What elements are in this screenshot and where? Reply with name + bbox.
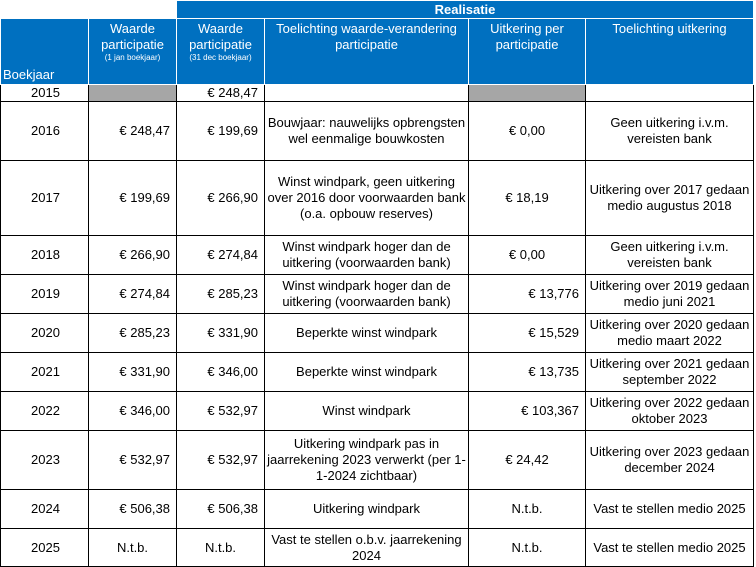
cell-end: € 266,90: [176, 160, 265, 236]
cell-year: 2024: [0, 489, 89, 529]
cell-end: € 199,69: [176, 101, 265, 161]
cell-toelichting: Bouwjaar: nauwelijks opbrengsten wel een…: [264, 101, 469, 161]
cell-uitkering: € 0,00: [468, 235, 586, 275]
table-row: 2021 € 331,90 € 346,00 Beperkte winst wi…: [0, 352, 755, 392]
cell-end: € 285,23: [176, 274, 265, 314]
top-left-blank: [0, 0, 89, 19]
cell-begin: € 266,90: [88, 235, 177, 275]
table-row: 2020 € 285,23 € 331,90 Beperkte winst wi…: [0, 313, 755, 353]
cell-end: € 274,84: [176, 235, 265, 275]
header-uitkering: Uitkering per participatie: [468, 18, 586, 85]
cell-toelichting: Vast te stellen o.b.v. jaarrekening 2024: [264, 528, 469, 567]
cell-end: € 532,97: [176, 391, 265, 431]
cell-toelichting-uitkering: Uitkering over 2019 gedaan medio juni 20…: [584, 274, 755, 314]
cell-begin-empty: [88, 84, 177, 102]
header-toelichting-waarde: Toelichting waarde-verandering participa…: [264, 18, 469, 85]
table-row: 2025 N.t.b. N.t.b. Vast te stellen o.b.v…: [0, 528, 755, 567]
cell-toelichting-uitkering: Uitkering over 2020 gedaan medio maart 2…: [584, 313, 755, 353]
cell-year: 2021: [0, 352, 89, 392]
cell-begin: € 274,84: [88, 274, 177, 314]
cell-toelichting: Beperkte winst windpark: [264, 352, 469, 392]
table-row: 2023 € 532,97 € 532,97 Uitkering windpar…: [0, 430, 755, 490]
column-header-row: Boekjaar Waarde participatie (1 jan boek…: [0, 18, 755, 85]
cell-toelichting-uitkering: Geen uitkering i.v.m. vereisten bank: [584, 101, 755, 161]
cell-uitkering: € 0,00: [468, 101, 586, 161]
realisatie-group-header: Realisatie: [175, 0, 755, 19]
cell-year: 2018: [0, 235, 89, 275]
cell-toelichting: Uitkering windpark: [264, 489, 469, 529]
cell-toelichting: Winst windpark hoger dan de uitkering (v…: [264, 235, 469, 275]
cell-toelichting: Winst windpark: [264, 391, 469, 431]
cell-toelichting-uitkering: [584, 84, 755, 102]
header-waarde-eind: Waarde participatie (31 dec boekjaar): [176, 18, 265, 85]
table-row: 2022 € 346,00 € 532,97 Winst windpark € …: [0, 391, 755, 431]
cell-uitkering: € 24,42: [468, 430, 586, 490]
cell-begin: € 199,69: [88, 160, 177, 236]
top-left-blank-2: [88, 0, 177, 19]
table-row: 2016 € 248,47 € 199,69 Bouwjaar: nauweli…: [0, 101, 755, 161]
cell-uitkering: € 13,776: [468, 274, 586, 314]
cell-uitkering: N.t.b.: [468, 528, 586, 567]
cell-toelichting-uitkering: Uitkering over 2017 gedaan medio augustu…: [584, 160, 755, 236]
header-boekjaar: Boekjaar: [0, 18, 89, 85]
cell-toelichting: Winst windpark, geen uitkering over 2016…: [264, 160, 469, 236]
cell-begin: € 346,00: [88, 391, 177, 431]
cell-uitkering: € 103,367: [468, 391, 586, 431]
cell-end: € 346,00: [176, 352, 265, 392]
cell-end: N.t.b.: [176, 528, 265, 567]
table-row: 2017 € 199,69 € 266,90 Winst windpark, g…: [0, 160, 755, 236]
cell-year: 2020: [0, 313, 89, 353]
cell-toelichting-uitkering: Geen uitkering i.v.m. vereisten bank: [584, 235, 755, 275]
cell-toelichting: [264, 84, 469, 102]
table-row: 2019 € 274,84 € 285,23 Winst windpark ho…: [0, 274, 755, 314]
header-waarde-begin-sub: (1 jan boekjaar): [104, 53, 161, 62]
cell-year: 2023: [0, 430, 89, 490]
cell-toelichting-uitkering: Vast te stellen medio 2025: [584, 528, 755, 567]
cell-begin: N.t.b.: [88, 528, 177, 567]
cell-begin: € 532,97: [88, 430, 177, 490]
cell-end: € 532,97: [176, 430, 265, 490]
table-row: 2018 € 266,90 € 274,84 Winst windpark ho…: [0, 235, 755, 275]
cell-uitkering: € 15,529: [468, 313, 586, 353]
cell-end: € 248,47: [176, 84, 265, 102]
group-header-row: Realisatie: [0, 0, 755, 19]
cell-year: 2017: [0, 160, 89, 236]
cell-end: € 331,90: [176, 313, 265, 353]
cell-begin: € 506,38: [88, 489, 177, 529]
cell-begin: € 331,90: [88, 352, 177, 392]
cell-toelichting-uitkering: Uitkering over 2021 gedaan september 202…: [584, 352, 755, 392]
header-waarde-begin-label: Waarde participatie: [101, 21, 164, 52]
cell-end: € 506,38: [176, 489, 265, 529]
table-row: 2015 € 248,47: [0, 84, 755, 102]
cell-year: 2016: [0, 101, 89, 161]
cell-toelichting-uitkering: Uitkering over 2022 gedaan oktober 2023: [584, 391, 755, 431]
cell-year: 2019: [0, 274, 89, 314]
cell-toelichting-uitkering: Uitkering over 2023 gedaan december 2024: [584, 430, 755, 490]
table-row: 2024 € 506,38 € 506,38 Uitkering windpar…: [0, 489, 755, 529]
cell-uitkering: € 18,19: [468, 160, 586, 236]
cell-uitkering-empty: [468, 84, 586, 102]
header-toelichting-uitkering: Toelichting uitkering: [584, 18, 755, 85]
cell-year: 2022: [0, 391, 89, 431]
cell-toelichting-uitkering: Vast te stellen medio 2025: [584, 489, 755, 529]
cell-year: 2025: [0, 528, 89, 567]
cell-year: 2015: [0, 84, 89, 102]
header-waarde-eind-sub: (31 dec boekjaar): [189, 53, 252, 62]
cell-toelichting: Uitkering windpark pas in jaarrekening 2…: [264, 430, 469, 490]
cell-begin: € 285,23: [88, 313, 177, 353]
cell-toelichting: Beperkte winst windpark: [264, 313, 469, 353]
header-waarde-eind-label: Waarde participatie: [189, 21, 252, 52]
cell-toelichting: Winst windpark hoger dan de uitkering (v…: [264, 274, 469, 314]
header-waarde-begin: Waarde participatie (1 jan boekjaar): [88, 18, 177, 85]
cell-uitkering: N.t.b.: [468, 489, 586, 529]
cell-begin: € 248,47: [88, 101, 177, 161]
cell-uitkering: € 13,735: [468, 352, 586, 392]
